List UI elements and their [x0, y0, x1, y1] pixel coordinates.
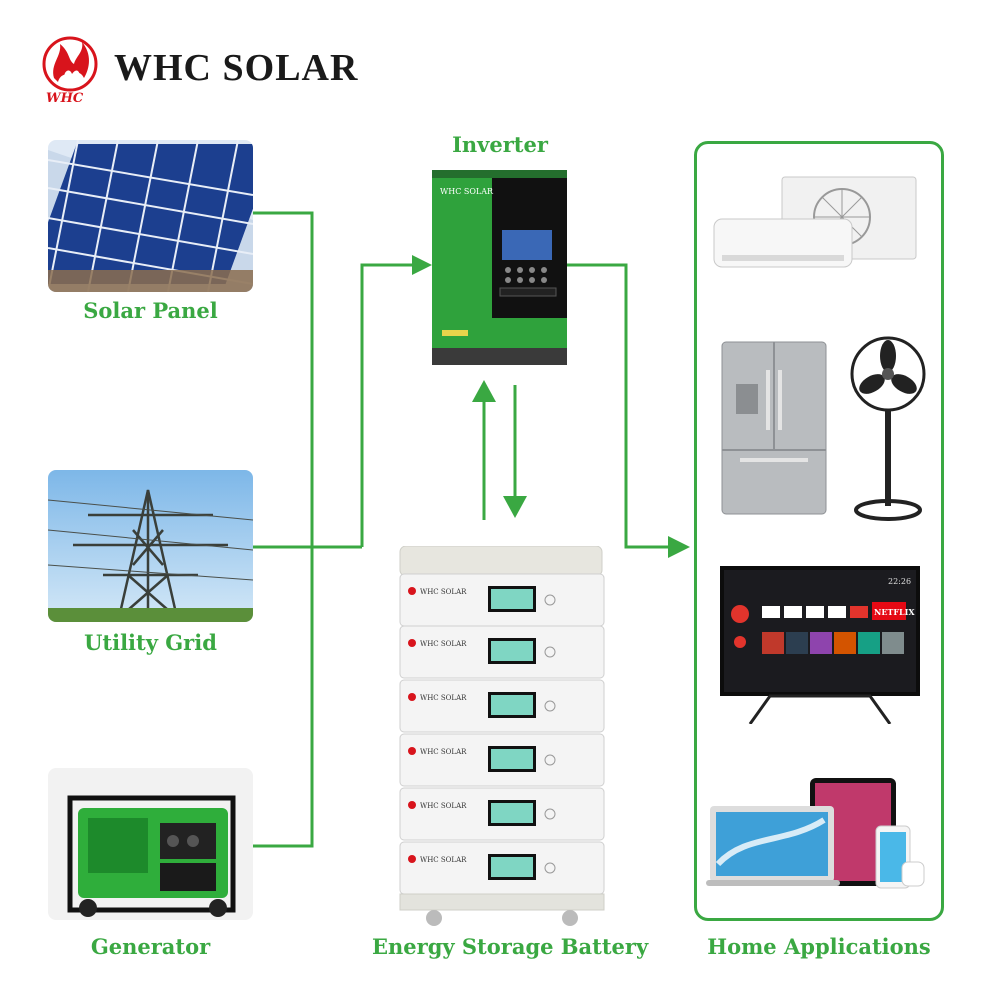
- air-conditioner-image: [712, 175, 922, 285]
- flame-logo-icon: WHC: [42, 36, 98, 106]
- tv-app-badge: NETFLIX: [874, 607, 915, 617]
- module-brand: WHC SOLAR: [420, 588, 467, 596]
- battery-caption: Energy Storage Battery: [372, 934, 649, 959]
- brand-name: WHC SOLAR: [114, 47, 359, 89]
- solar-panel-image: [48, 140, 253, 292]
- battery-image: WHC SOLAR WHC SOLAR WHC SOLAR: [392, 545, 610, 930]
- module-brand: WHC SOLAR: [420, 856, 467, 864]
- home-applications-panel: [694, 141, 944, 921]
- stand-fan-image: [848, 334, 928, 522]
- module-brand: WHC SOLAR: [420, 802, 467, 810]
- arrow-right-icon: [668, 536, 690, 558]
- bus-to-inverter-line: [360, 263, 418, 547]
- solar-panel-caption: Solar Panel: [83, 298, 218, 323]
- module-brand: WHC SOLAR: [420, 694, 467, 702]
- television-image: NETFLIX 22:26: [720, 566, 920, 725]
- refrigerator-image: [720, 340, 828, 522]
- arrow-down-icon: [503, 496, 527, 518]
- module-brand: WHC SOLAR: [420, 640, 467, 648]
- source-bus-line: [252, 211, 314, 848]
- inverter-image: WHC SOLAR: [432, 170, 567, 365]
- devices-image: [706, 774, 932, 890]
- logo-mark: WHC: [46, 91, 84, 106]
- tv-time: 22:26: [888, 577, 911, 586]
- module-brand: WHC SOLAR: [420, 748, 467, 756]
- generator-image: [48, 768, 253, 920]
- brand-logo: WHC: [40, 34, 110, 106]
- utility-grid-image: [48, 470, 253, 622]
- battery-modules: WHC SOLAR WHC SOLAR WHC SOLAR: [399, 573, 605, 895]
- arrow-right-icon: [412, 255, 432, 275]
- inverter-brand: WHC SOLAR: [440, 187, 494, 196]
- arrow-up-icon: [472, 380, 496, 402]
- inverter-to-applications-line: [566, 263, 672, 549]
- generator-caption: Generator: [90, 934, 211, 959]
- utility-grid-caption: Utility Grid: [84, 630, 217, 655]
- inverter-caption: Inverter: [452, 132, 548, 157]
- home-applications-caption: Home Applications: [707, 934, 931, 959]
